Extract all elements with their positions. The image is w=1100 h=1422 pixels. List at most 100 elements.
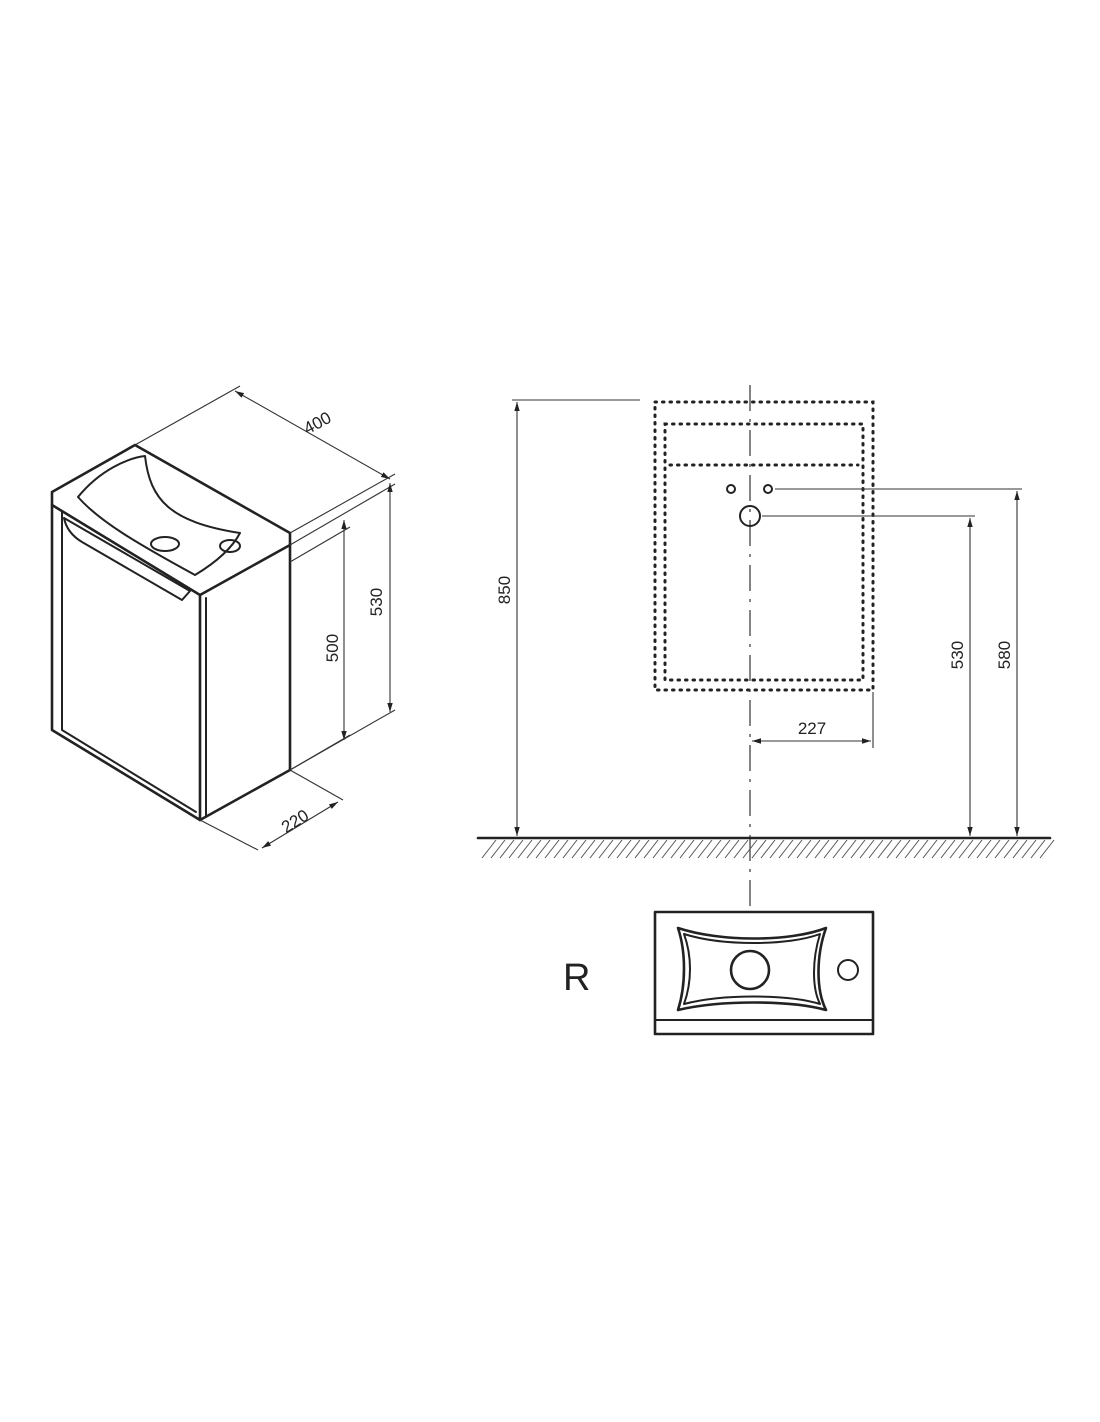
dim-inlet-height-label: 580 [995, 641, 1014, 669]
basin-bowl-inner [683, 933, 821, 1005]
hatch-stroke [985, 839, 1001, 859]
hatch-stroke [769, 839, 785, 859]
hatch-stroke [679, 839, 695, 859]
hatch-stroke [787, 839, 803, 859]
hatch-stroke [526, 839, 542, 859]
extension-line [134, 385, 241, 446]
hatch-stroke [481, 839, 497, 859]
hatch-stroke [823, 839, 839, 859]
hatch-stroke [571, 839, 587, 859]
hatch-stroke [535, 839, 551, 859]
dim-width-label: 400 [300, 408, 334, 438]
extension-line [289, 769, 344, 801]
hatch-stroke [490, 839, 506, 859]
hatch-stroke [796, 839, 812, 859]
top-view: R [563, 910, 875, 1036]
hatch-stroke [805, 839, 821, 859]
drain-point [739, 505, 761, 527]
cabinet-outline-inner [663, 422, 865, 682]
hatch-stroke [742, 839, 758, 859]
hatch-stroke [634, 839, 650, 859]
hatch-stroke [1012, 839, 1028, 859]
hatch-stroke [670, 839, 686, 859]
hatch-stroke [1021, 839, 1037, 859]
hatch-stroke [841, 839, 857, 859]
hatch-stroke [661, 839, 677, 859]
hatch-stroke [949, 839, 965, 859]
extension-line [289, 483, 396, 546]
floor-hatch [481, 839, 1055, 859]
hatch-stroke [922, 839, 938, 859]
hatch-stroke [562, 839, 578, 859]
hatch-stroke [652, 839, 668, 859]
hatch-stroke [580, 839, 596, 859]
hatch-stroke [850, 839, 866, 859]
tap-hole [219, 539, 241, 553]
hatch-stroke [607, 839, 623, 859]
hatch-stroke [616, 839, 632, 859]
hatch-stroke [544, 839, 560, 859]
hatch-stroke [958, 839, 974, 859]
hatch-stroke [697, 839, 713, 859]
hatch-stroke [598, 839, 614, 859]
hatch-stroke [553, 839, 569, 859]
hatch-stroke [976, 839, 992, 859]
hatch-stroke [724, 839, 740, 859]
hatch-stroke [751, 839, 767, 859]
dim-drain-offset-label: 227 [798, 719, 826, 738]
door-handle [63, 517, 191, 601]
hatch-stroke [967, 839, 983, 859]
basin-bowl [77, 455, 241, 576]
hatch-stroke [868, 839, 884, 859]
isometric-view: 400 530 500 220 [50, 385, 396, 851]
hatch-stroke [814, 839, 830, 859]
hatch-stroke [706, 839, 722, 859]
extension-line [199, 819, 259, 851]
hatch-stroke [931, 839, 947, 859]
extension-line [289, 526, 351, 563]
hatch-stroke [517, 839, 533, 859]
dimension-line-width [234, 390, 391, 480]
hatch-stroke [1039, 839, 1055, 859]
tap-hole-plan [837, 959, 859, 981]
basin-bowl-plan [676, 926, 828, 1012]
extension-line [289, 734, 351, 771]
hatch-stroke [499, 839, 515, 859]
dim-overall-height-label: 850 [495, 576, 514, 604]
hatch-stroke [688, 839, 704, 859]
basin-top-outline [50, 443, 292, 597]
extension-line [289, 473, 396, 534]
hatch-stroke [859, 839, 875, 859]
inlet-point-left [726, 484, 736, 494]
dim-total-height-label: 530 [367, 588, 386, 616]
front-view: 850 580 530 227 [476, 385, 1055, 912]
cabinet-front [50, 503, 202, 822]
dim-depth-label: 220 [278, 806, 312, 837]
basin-front-edge [51, 504, 201, 596]
dim-drain-height-label: 530 [948, 641, 967, 669]
hatch-stroke [1030, 839, 1046, 859]
hatch-stroke [643, 839, 659, 859]
basin-top-outline-plan [653, 910, 875, 1036]
inlet-point-right [763, 484, 773, 494]
variant-label: R [563, 957, 590, 999]
hatch-stroke [733, 839, 749, 859]
hatch-stroke [589, 839, 605, 859]
dim-cabinet-height-label: 500 [323, 634, 342, 662]
hatch-stroke [715, 839, 731, 859]
hatch-stroke [778, 839, 794, 859]
hatch-stroke [895, 839, 911, 859]
hatch-stroke [904, 839, 920, 859]
hatch-stroke [877, 839, 893, 859]
hatch-stroke [940, 839, 956, 859]
hatch-stroke [913, 839, 929, 859]
hatch-stroke [832, 839, 848, 859]
door-panel [61, 510, 197, 813]
basin-drain [150, 536, 180, 552]
hatch-stroke [760, 839, 776, 859]
hatch-stroke [886, 839, 902, 859]
dimension-line-depth [261, 801, 339, 849]
hatch-stroke [1003, 839, 1019, 859]
hatch-stroke [994, 839, 1010, 859]
